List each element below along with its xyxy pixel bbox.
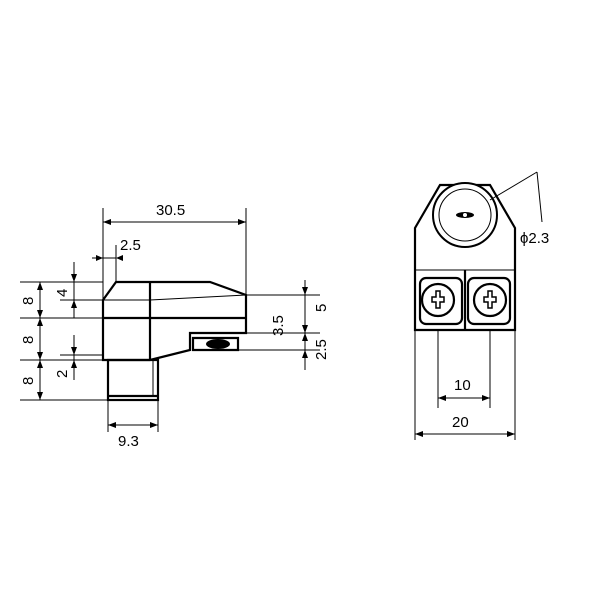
latch-tab bbox=[191, 336, 240, 352]
dim-label-8-top: 8 bbox=[20, 297, 37, 305]
dim-label-8-mid: 8 bbox=[20, 336, 37, 344]
dim-label-4: 4 bbox=[54, 289, 71, 297]
dim-label-8-bottom: 8 bbox=[20, 377, 37, 385]
dim-hole-diameter: ϕ2.3 bbox=[489, 171, 549, 247]
cable-hole bbox=[432, 182, 498, 248]
dim-label-3-5: 3.5 bbox=[270, 315, 287, 336]
dim-right-heights: 5 3.5 2.5 bbox=[238, 280, 330, 370]
dim-inner-heights: 4 2 bbox=[54, 262, 103, 380]
plug-barrel bbox=[106, 358, 160, 402]
dim-label-9-3: 9.3 bbox=[118, 433, 139, 450]
dim-plug-width: 9.3 bbox=[107, 400, 159, 450]
dim-label-phi-2-3: ϕ2.3 bbox=[520, 230, 549, 247]
dim-label-5: 5 bbox=[313, 304, 330, 312]
screw-left bbox=[418, 276, 464, 326]
dim-label-20: 20 bbox=[452, 414, 469, 431]
dim-overall-length: 30.5 bbox=[102, 202, 247, 300]
dim-label-2-5-right: 2.5 bbox=[313, 339, 330, 360]
dim-label-10: 10 bbox=[454, 377, 471, 394]
dim-label-2-5: 2.5 bbox=[120, 237, 141, 254]
dim-overall-width: 20 bbox=[414, 330, 516, 440]
dim-left-heights: 8 8 8 bbox=[20, 281, 108, 401]
dim-offset: 2.5 bbox=[92, 237, 141, 282]
screw-right bbox=[466, 276, 512, 326]
dim-label-2: 2 bbox=[54, 370, 71, 378]
dim-screw-pitch: 10 bbox=[437, 330, 491, 408]
side-view: 30.5 2.5 8 8 8 bbox=[20, 202, 330, 450]
end-view: ϕ2.3 10 20 bbox=[413, 171, 549, 440]
dim-label-30-5: 30.5 bbox=[156, 202, 185, 219]
connector-body bbox=[101, 280, 248, 362]
